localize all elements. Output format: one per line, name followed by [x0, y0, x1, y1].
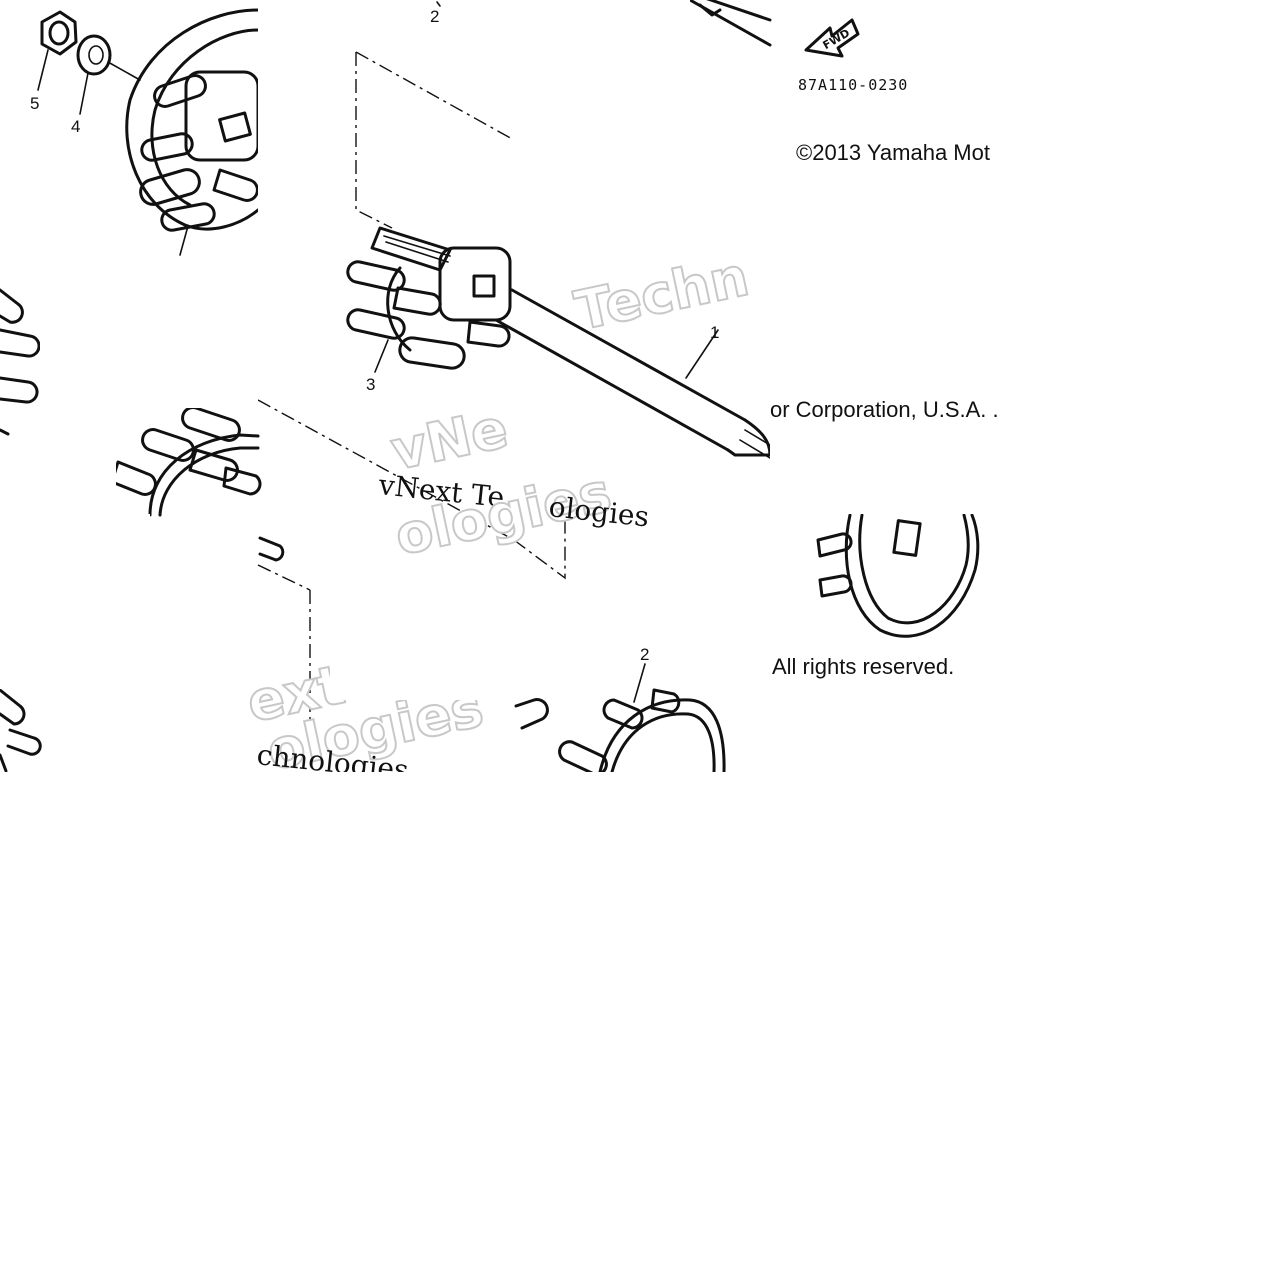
- copyright-line-3: All rights reserved.: [772, 654, 954, 679]
- dash-bracket-right: [513, 518, 566, 580]
- callout-3: 3: [366, 375, 375, 394]
- leader-washer-sprocket: [107, 61, 141, 81]
- callout-4: 4: [71, 117, 80, 136]
- dash-line-low: [257, 564, 311, 591]
- leader-top-2: [436, 1, 441, 7]
- sprocket-ring-fragment-right: [816, 513, 980, 638]
- washer-part-4: [76, 34, 112, 115]
- copyright-line-2: or Corporation, U.S.A. .: [770, 397, 999, 422]
- callout-2-lower: 2: [640, 645, 649, 664]
- hex-nut-part-5: [37, 10, 78, 91]
- fwd-arrow-icon: FWD: [804, 18, 860, 58]
- part-code: 87A110-0230: [798, 76, 908, 94]
- watermark-outline-a: Techn: [570, 245, 754, 343]
- callout-5: 5: [30, 94, 39, 113]
- dash-line-mid: [257, 399, 515, 541]
- drive-sprocket-part-2-lower: [514, 663, 726, 776]
- sprocket-lower-left: [110, 406, 285, 562]
- sprocket-fragment-left-lower: [0, 688, 42, 773]
- dash-bracket-top: [355, 51, 515, 141]
- callout-2-top: 2: [430, 7, 439, 26]
- dash-bracket-left: [355, 52, 393, 229]
- drive-sprocket-upper: [125, 8, 260, 256]
- drive-sprocket-part-3: [346, 226, 512, 373]
- copyright-line-1: ©2013 Yamaha Mot: [796, 140, 990, 165]
- sprocket-fragment-left-upper: [0, 288, 41, 436]
- callout-1: 1: [710, 323, 719, 342]
